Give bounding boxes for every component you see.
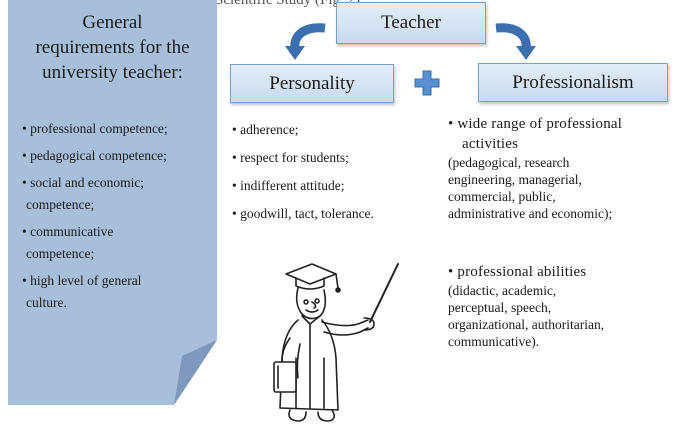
requirement-item: • pedagogical competence; <box>22 148 167 163</box>
top-caption-fragment: Scientific Study (Fig. 2) <box>215 0 360 8</box>
requirements-list: • professional competence; • pedagogical… <box>22 118 212 314</box>
activities-heading: • wide range of professional activities <box>448 114 678 154</box>
plus-icon <box>414 70 440 96</box>
panel-title: General requirements for the university … <box>8 10 217 85</box>
professional-abilities: • professional abilities (didactic, acad… <box>448 262 678 350</box>
requirement-item-continuation: competence; <box>26 197 95 212</box>
general-requirements-panel: General requirements for the university … <box>8 0 217 405</box>
activities-detail-line: administrative and economic); <box>448 206 613 221</box>
abilities-details: (didactic, academic, perceptual, speech,… <box>448 282 678 350</box>
activities-heading-line: • wide range of professional <box>448 116 623 132</box>
personality-item: • adherence; <box>232 122 299 137</box>
abilities-detail-line: perceptual, speech, <box>448 300 552 315</box>
activities-details: (pedagogical, research engineering, mana… <box>448 154 678 222</box>
activities-detail-line: engineering, managerial, <box>448 172 582 187</box>
panel-title-line: requirements for the <box>35 37 190 58</box>
panel-background <box>8 0 217 405</box>
requirement-item-continuation: culture. <box>26 295 67 310</box>
abilities-heading-line: • professional abilities <box>448 264 587 280</box>
curved-arrow-left-icon <box>285 23 326 60</box>
panel-title-line: university teacher: <box>42 62 183 83</box>
requirement-item: • high level of general <box>22 273 142 288</box>
activities-detail-line: commercial, public, <box>448 189 556 204</box>
personality-box: Personality <box>230 64 394 103</box>
requirement-item: • communicative <box>22 224 114 239</box>
abilities-detail-line: organizational, authoritarian, <box>448 317 605 332</box>
abilities-detail-line: communicative). <box>448 334 540 349</box>
abilities-detail-line: (didactic, academic, <box>448 283 557 298</box>
requirement-item-continuation: competence; <box>26 246 95 261</box>
teacher-box: Teacher <box>336 2 486 44</box>
activities-heading-line: activities <box>462 136 519 152</box>
personality-item: • indifferent attitude; <box>232 178 345 193</box>
requirement-item: • professional competence; <box>22 121 168 136</box>
activities-detail-line: (pedagogical, research <box>448 155 570 170</box>
personality-item: • goodwill, tact, tolerance. <box>232 206 374 221</box>
personality-item: • respect for students; <box>232 150 349 165</box>
personality-list: • adherence; • respect for students; • i… <box>232 116 442 228</box>
professionalism-box: Professionalism <box>478 63 668 102</box>
professional-activities: • wide range of professional activities … <box>448 114 678 222</box>
professor-figure-icon <box>273 263 399 422</box>
requirement-item: • social and economic; <box>22 175 145 190</box>
panel-title-line: General <box>82 12 143 33</box>
curved-arrow-right-icon <box>495 23 536 60</box>
abilities-heading: • professional abilities <box>448 262 678 282</box>
